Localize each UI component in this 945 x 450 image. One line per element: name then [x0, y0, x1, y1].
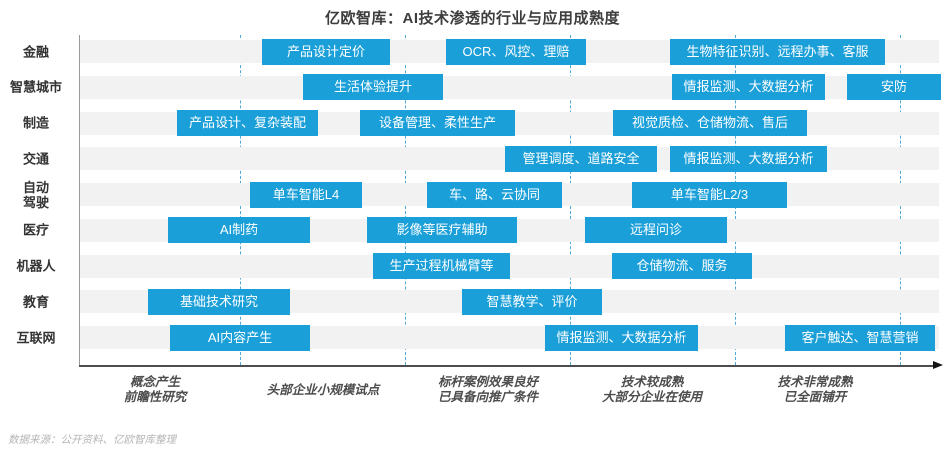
application-box: 生产过程机械臂等 [373, 253, 510, 279]
application-box: 远程问诊 [585, 217, 727, 244]
stage-label: 标杆案例效果良好 已具备向推广条件 [438, 374, 538, 406]
industry-label: 金融 [22, 44, 49, 59]
industry-label: 教育 [22, 294, 49, 310]
application-box: 单车智能L2/3 [632, 181, 787, 208]
x-axis-line [79, 365, 934, 367]
industry-label: 自动 驾驶 [22, 179, 49, 210]
industry-label: 机器人 [16, 258, 56, 274]
application-box: 车、路、云协同 [427, 181, 562, 208]
application-box: 产品设计、复杂装配 [177, 110, 318, 136]
chart-title: 亿欧智库：AI技术渗透的行业与应用成熟度 [324, 10, 620, 27]
stage-label-text: 技术较成熟 大部分企业在使用 [601, 375, 703, 404]
application-box: 仓储物流、服务 [612, 253, 752, 279]
industry-label: 医疗 [22, 222, 49, 238]
application-box: 客户触达、智慧营销 [785, 324, 935, 351]
application-box: 安防 [847, 74, 941, 101]
application-box: 单车智能L4 [250, 181, 362, 208]
application-box: 智慧教学、评价 [462, 288, 602, 315]
application-box: 生物特征识别、远程办事、客服 [670, 38, 885, 65]
application-box: 视觉质检、仓储物流、售后 [613, 110, 807, 136]
industry-label: 制造 [22, 115, 49, 131]
application-box: 情报监测、大数据分析 [545, 324, 698, 351]
application-box: 产品设计定价 [262, 38, 390, 65]
industry-label: 智慧城市 [9, 79, 62, 95]
application-box: OCR、风控、理赔 [446, 38, 586, 65]
application-box: 情报监测、大数据分析 [672, 74, 825, 101]
application-box: AI制药 [168, 217, 310, 244]
stage-label-text: 技术非常成熟 已全面铺开 [777, 375, 853, 404]
application-box: 影像等医疗辅助 [367, 217, 517, 244]
stage-label: 技术非常成熟 已全面铺开 [777, 374, 852, 406]
source-note: 数据来源：公开资料、亿欧智库整理 [8, 434, 176, 446]
application-box: AI内容产生 [170, 324, 310, 351]
stage-label-text: 标杆案例效果良好 已具备向推广条件 [437, 375, 539, 404]
stage-label-text: 头部企业小规模试点 [266, 382, 380, 397]
stage-label-text: 概念产生 前瞻性研究 [123, 375, 187, 404]
stage-label: 概念产生 前瞻性研究 [124, 374, 187, 406]
x-axis-arrow-icon [933, 361, 943, 369]
stage-label: 头部企业小规模试点 [267, 374, 380, 406]
industry-label: 交通 [22, 151, 49, 167]
y-axis-line [79, 35, 80, 366]
industry-label: 互联网 [16, 330, 56, 345]
application-box: 生活体验提升 [303, 74, 443, 101]
application-box: 情报监测、大数据分析 [670, 145, 827, 172]
application-box: 基础技术研究 [148, 288, 290, 315]
application-box: 管理调度、道路安全 [505, 145, 657, 172]
application-box: 设备管理、柔性生产 [360, 110, 515, 136]
stage-label: 技术较成熟 大部分企业在使用 [602, 374, 702, 406]
